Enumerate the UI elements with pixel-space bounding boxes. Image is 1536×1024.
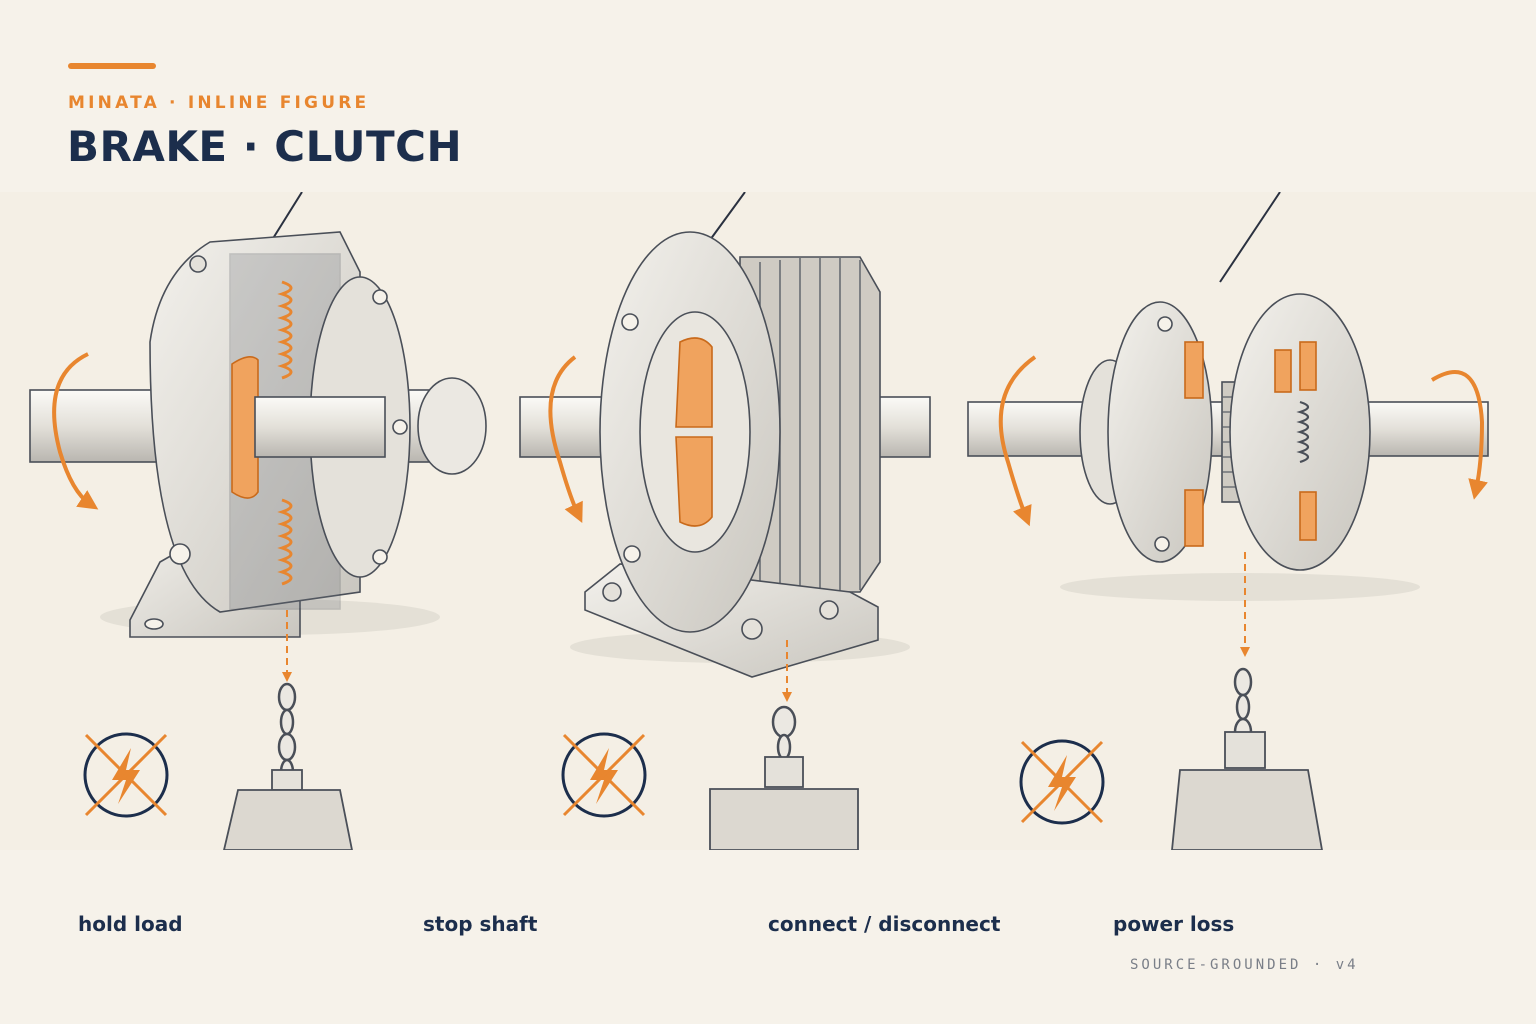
no-power-icon [561,732,647,818]
clutch-assembly [967,192,1489,657]
brake-assembly [29,192,487,682]
weight-icon [223,769,353,850]
chain-icon [771,705,797,761]
no-power-icon [1019,739,1105,825]
eyebrow-label: MINATA · INLINE FIGURE [68,93,370,113]
gear-brake-assembly [519,192,931,702]
caption-power-loss: power loss [1113,912,1235,936]
illustration-panel [0,192,1536,850]
weight-icon [709,756,859,850]
accent-bar [68,63,156,69]
no-power-icon [83,732,169,818]
chain-icon [277,682,297,786]
page-title: BRAKE · CLUTCH [67,122,463,171]
weight-icon [1171,731,1323,850]
caption-hold-load: hold load [78,912,183,936]
caption-connect-disconnect: connect / disconnect [768,912,1001,936]
caption-stop-shaft: stop shaft [423,912,538,936]
footer-tag: SOURCE-GROUNDED · v4 [1130,957,1359,973]
